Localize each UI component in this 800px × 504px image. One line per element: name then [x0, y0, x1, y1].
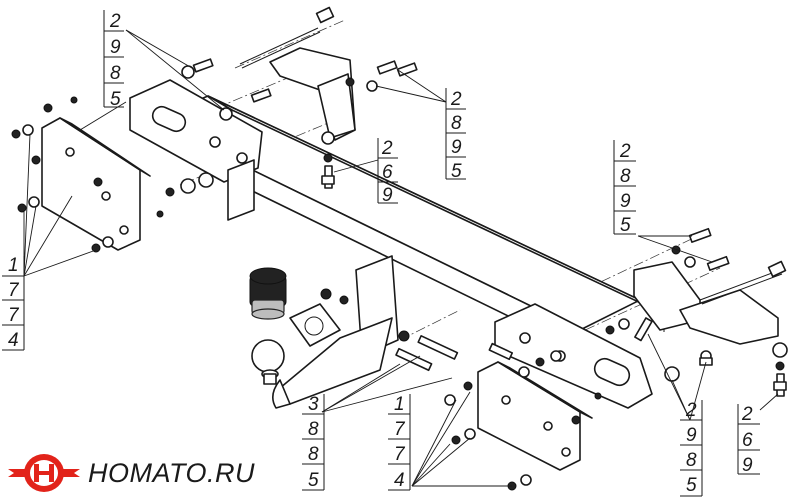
svg-text:8: 8 [308, 419, 319, 440]
homato-logo[interactable]: HOMATO.RU [6, 448, 255, 498]
svg-text:9: 9 [110, 37, 121, 58]
fasteners [11, 58, 788, 491]
svg-text:4: 4 [8, 330, 19, 351]
svg-text:6: 6 [382, 162, 393, 183]
leader-lines [23, 29, 779, 487]
svg-text:5: 5 [451, 161, 462, 182]
svg-text:2: 2 [109, 11, 121, 32]
svg-text:2: 2 [450, 89, 462, 110]
svg-text:4: 4 [394, 470, 405, 491]
callout-left-side: 1 7 7 4 [2, 255, 25, 351]
callout-top-mid: 2 8 9 5 [445, 88, 466, 182]
right-upper-bracket [633, 260, 787, 345]
callout-bottom-mid: 1 7 7 4 [388, 394, 411, 491]
svg-text:7: 7 [8, 280, 20, 301]
svg-text:8: 8 [308, 444, 319, 465]
svg-text:7: 7 [8, 305, 20, 326]
callout-bottom-left: 3 8 8 5 [302, 394, 325, 491]
svg-text:8: 8 [620, 166, 631, 187]
svg-text:9: 9 [620, 191, 631, 212]
svg-text:8: 8 [110, 63, 121, 84]
svg-text:2: 2 [619, 141, 631, 162]
svg-text:2: 2 [381, 138, 393, 159]
svg-text:7: 7 [394, 419, 406, 440]
svg-text:7: 7 [394, 444, 406, 465]
callout-right-upper: 2 8 9 5 [613, 140, 636, 236]
svg-text:2: 2 [741, 404, 753, 425]
svg-text:5: 5 [620, 215, 631, 236]
svg-text:8: 8 [686, 450, 697, 471]
svg-text:1: 1 [394, 394, 405, 415]
svg-text:2: 2 [685, 400, 697, 421]
right-mounting-plate [494, 303, 653, 409]
svg-text:9: 9 [451, 137, 462, 158]
top-left-bracket [239, 6, 356, 141]
callout-center-small: 2 6 9 [377, 138, 398, 206]
logo-text: HOMATO.RU [88, 457, 256, 488]
callout-top-left: 2 9 8 5 [103, 10, 124, 110]
ball-cover [249, 267, 287, 320]
svg-text:5: 5 [110, 89, 121, 110]
tow-ball-assembly [251, 255, 399, 409]
svg-text:8: 8 [451, 113, 462, 134]
svg-text:9: 9 [686, 425, 697, 446]
svg-text:3: 3 [308, 394, 319, 415]
callout-bottom-right: 2 9 8 5 [680, 400, 703, 497]
svg-text:5: 5 [308, 470, 319, 491]
homato-logo-icon [8, 454, 80, 492]
svg-text:9: 9 [742, 455, 753, 476]
svg-text:5: 5 [686, 475, 697, 496]
svg-text:1: 1 [8, 255, 19, 276]
left-side-bracket [41, 117, 151, 251]
svg-text:9: 9 [382, 185, 393, 206]
left-mounting-plate [129, 79, 263, 221]
callout-right-lower: 2 6 9 [737, 404, 760, 476]
svg-text:6: 6 [742, 430, 753, 451]
